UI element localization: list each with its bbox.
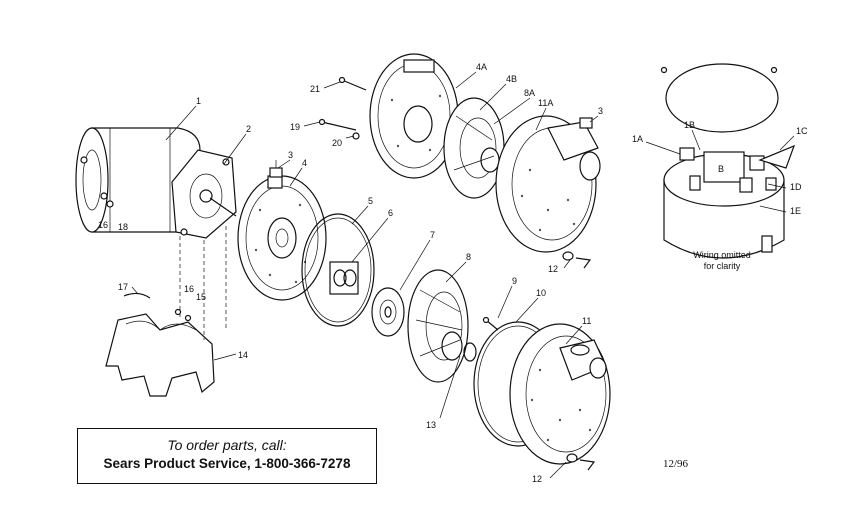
mounting-bracket (171, 149, 237, 239)
label-15: 15 (196, 292, 206, 302)
label-7: 7 (430, 230, 435, 240)
washer-18 (106, 200, 114, 208)
motor (75, 127, 201, 233)
label-18: 18 (118, 222, 128, 232)
label-4b: 4B (506, 74, 517, 84)
label-12-lower: 12 (532, 474, 542, 484)
motor-base (105, 313, 215, 397)
label-b: B (718, 164, 724, 174)
drain-plug-upper (562, 251, 592, 269)
order-parts-heading: To order parts, call: (167, 437, 287, 453)
label-2: 2 (246, 124, 251, 134)
date-code: 12/96 (663, 458, 689, 470)
label-4: 4 (302, 158, 307, 168)
label-13: 13 (426, 420, 436, 430)
label-10: 10 (536, 288, 546, 298)
label-9: 9 (512, 276, 517, 286)
label-1b: 1B (684, 120, 695, 130)
label-17: 17 (118, 282, 128, 292)
diffuser-upper (443, 97, 505, 199)
label-1c: 1C (796, 126, 808, 136)
diffuser-screw (482, 316, 499, 331)
diffuser (407, 269, 469, 383)
drain-plug-lower (566, 453, 596, 471)
label-11a: 11A (538, 98, 553, 108)
order-parts-phone: Sears Product Service, 1-800-366-7278 (103, 456, 351, 471)
label-1: 1 (196, 96, 201, 106)
o-ring (301, 213, 375, 327)
bolt-16-upper (100, 192, 108, 200)
label-1a: 1A (632, 134, 643, 144)
inset-note-line2: for clarity (704, 261, 741, 271)
impeller (371, 287, 405, 337)
label-21: 21 (310, 84, 320, 94)
cover-bolt-19 (318, 118, 357, 131)
label-16-base: 16 (184, 284, 194, 294)
cover-bolt-21 (338, 76, 367, 91)
label-1d: 1D (790, 182, 802, 192)
assembly-lines (179, 226, 227, 340)
label-16-motor: 16 (98, 220, 108, 230)
label-14: 14 (238, 350, 248, 360)
part-labels: 1 2 3 4 5 6 7 8 9 10 11 12 12 13 14 15 1… (98, 62, 808, 484)
pump-casing-upper (495, 115, 601, 253)
label-4a: 4A (476, 62, 487, 72)
label-3-right: 3 (598, 106, 603, 116)
pipe-plug-upper (579, 117, 593, 129)
label-5: 5 (368, 196, 373, 206)
diffuser-o-ring (463, 342, 477, 362)
label-12-upper: 12 (548, 264, 558, 274)
label-19: 19 (290, 122, 300, 132)
tube-17 (123, 292, 151, 299)
leader-lines (131, 71, 795, 479)
jet-cover-front (369, 53, 459, 179)
inset-note-line1: Wiring omitted (693, 250, 751, 260)
pump-casing-lower (509, 323, 611, 465)
pressure-switch-inset (660, 63, 796, 259)
shaft-seal (329, 261, 359, 295)
pipe-plug-left (269, 160, 283, 178)
label-11: 11 (582, 316, 591, 326)
label-3-left: 3 (288, 150, 293, 160)
order-parts-box: To order parts, call: Sears Product Serv… (77, 428, 377, 484)
label-6: 6 (388, 208, 393, 218)
label-8: 8 (466, 252, 471, 262)
seal-plate (237, 175, 327, 301)
label-1e: 1E (790, 206, 801, 216)
label-8a: 8A (524, 88, 535, 98)
base-hardware (174, 308, 192, 322)
label-20: 20 (332, 138, 342, 148)
